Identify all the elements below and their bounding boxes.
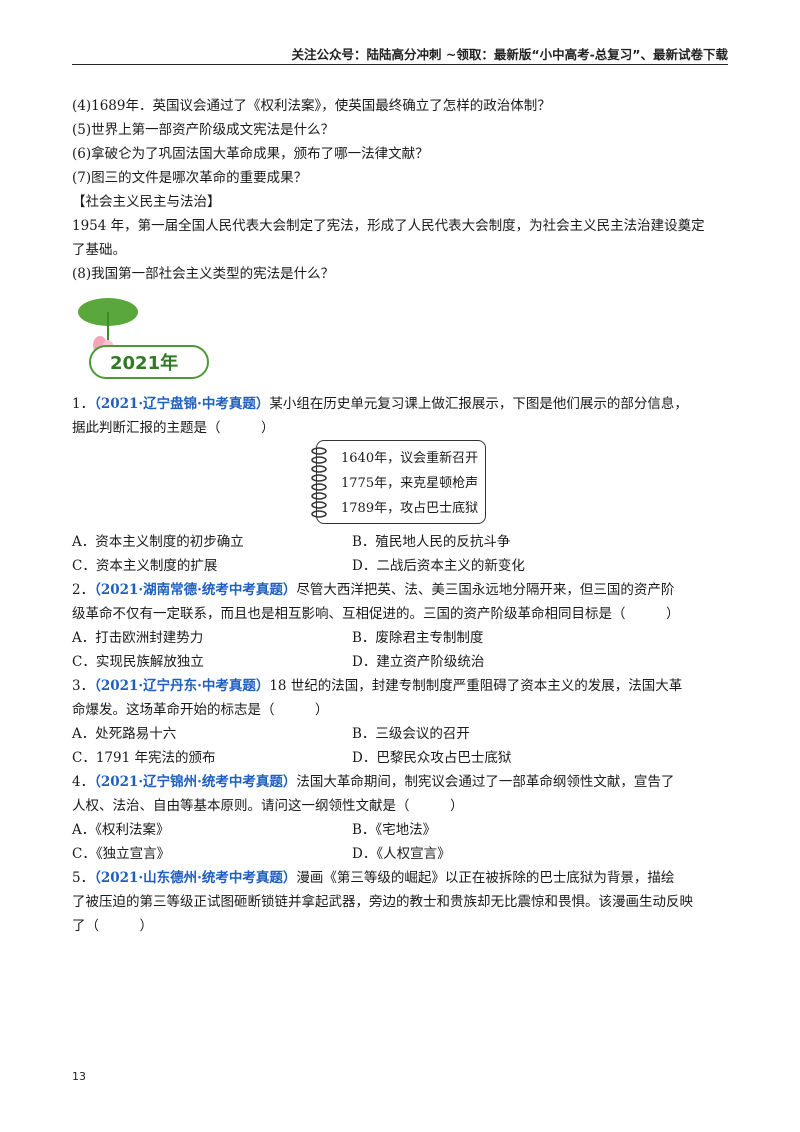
q3-option-c[interactable]: C．1791 年宪法的颁布 [72,750,216,766]
q5-text-1: 漫画《第三等级的崛起》以正在被拆除的巴士底狱为背景，描绘 [296,870,675,886]
notebook-entry-2: 1775年，来克星顿枪声 [341,476,479,491]
page-header: 关注公众号：陆陆高分冲刺 ~领取：最新版“小中高考-总复习”、最新试卷下载 [291,47,728,62]
question-7-text: (7)图三的文件是哪次革命的重要成果？ [72,170,308,186]
q1-option-a[interactable]: A．资本主义制度的初步确立 [72,534,244,550]
q5-line-1: 5．（2021·山东德州·统考中考真题）漫画《第三等级的崛起》以正在被拆除的巴士… [72,866,728,890]
q1-number: 1． [72,396,95,412]
q4-line-1: 4．（2021·辽宁锦州·统考中考真题）法国大革命期间，制宪议会通过了一部革命纲… [72,770,728,794]
q1-option-b[interactable]: B．殖民地人民的反抗斗争 [352,534,511,550]
question-5-text: (5)世界上第一部资产阶级成文宪法是什么？ [72,122,335,138]
notebook-entry-3: 1789年，攻占巴士底狱 [341,501,479,516]
q1-text-1: 某小组在历史单元复习课上做汇报展示，下图是他们展示的部分信息， [269,396,688,412]
q1-option-c[interactable]: C．资本主义制度的扩展 [72,558,218,574]
q1-source-tag: （2021·辽宁盘锦·中考真题） [94,396,270,412]
q2-source-tag: （2021·湖南常德·统考中考真题） [94,582,297,598]
q4-option-a[interactable]: A．《权利法案》 [72,822,170,838]
q3-source-tag: （2021·辽宁丹东·中考真题） [94,678,270,694]
q2-text-1: 尽管大西洋把英、法、美三国永远地分隔开来，但三国的资产阶 [296,582,675,598]
q4-option-c[interactable]: C．《独立宣言》 [72,846,171,862]
q2-line-1: 2．（2021·湖南常德·统考中考真题）尽管大西洋把英、法、美三国永远地分隔开来… [72,578,728,602]
q3-number: 3． [72,678,95,694]
notebook-entry-1: 1640年，议会重新召开 [341,451,479,466]
notebook-rings-icon [311,447,327,518]
q4-source-tag: （2021·辽宁锦州·统考中考真题） [94,774,297,790]
q3-option-d[interactable]: D．巴黎民众攻占巴士底狱 [352,750,512,766]
q2-option-c[interactable]: C．实现民族解放独立 [72,654,204,670]
q4-option-d[interactable]: D．《人权宣言》 [352,846,451,862]
year-badge-text: 2021年 [110,352,178,374]
q1-text-2: 据此判断汇报的主题是（ ） [72,420,275,436]
q3-text-1: 18 世纪的法国，封建专制制度严重阻碍了资本主义的发展，法国大革 [269,678,683,694]
q5-text-2: 了被压迫的第三等级正试图砸断锁链并拿起武器，旁边的教士和贵族却无比震惊和畏惧。该… [72,894,693,910]
page-number: 13 [72,1070,86,1083]
q5-number: 5． [72,870,95,886]
q2-option-b[interactable]: B．废除君主专制制度 [352,630,484,646]
q2-option-a[interactable]: A．打击欧洲封建势力 [72,630,204,646]
q5-source-tag: （2021·山东德州·统考中考真题） [94,870,297,886]
year-badge-lotus-icon: 2021年 [78,298,209,379]
q4-number: 4． [72,774,95,790]
paragraph-line-1: 1954 年，第一届全国人民代表大会制定了宪法，形成了人民代表大会制度，为社会主… [72,218,705,234]
q2-option-d[interactable]: D．建立资产阶级统治 [352,654,485,670]
q1-line-1: 1．（2021·辽宁盘锦·中考真题）某小组在历史单元复习课上做汇报展示，下图是他… [72,392,728,416]
question-8-text: (8)我国第一部社会主义类型的宪法是什么？ [72,266,335,282]
q5-text-3: 了（ ） [72,918,153,934]
q1-notebook-figure: 1640年，议会重新召开 1775年，来克星顿枪声 1789年，攻占巴士底狱 [311,440,486,524]
paragraph-line-2: 了基础。 [72,242,126,258]
q1-option-d[interactable]: D．二战后资本主义的新变化 [352,558,525,574]
q3-line-1: 3．（2021·辽宁丹东·中考真题）18 世纪的法国，封建专制制度严重阻碍了资本… [72,674,728,698]
q3-text-2: 命爆发。这场革命开始的标志是（ ） [72,702,329,718]
q3-option-b[interactable]: B．三级会议的召开 [352,726,470,742]
question-4-text: (4)1689年．英国议会通过了《权利法案》，使英国最终确立了怎样的政治体制？ [72,98,551,114]
q2-text-2: 级革命不仅有一定联系，而且也是相互影响、互相促进的。三国的资产阶级革命相同目标是… [72,606,680,622]
q2-number: 2． [72,582,95,598]
question-6-text: (6)拿破仑为了巩固法国大革命成果，颁布了哪一法律文献？ [72,146,429,162]
q3-option-a[interactable]: A．处死路易十六 [72,726,177,742]
q4-option-b[interactable]: B．《宅地法》 [352,822,437,838]
q4-text-2: 人权、法治、自由等基本原则。请问这一纲领性文献是（ ） [72,798,464,814]
section-heading: 【社会主义民主与法治】 [72,194,221,210]
header-divider [72,64,728,65]
q4-text-1: 法国大革命期间，制宪议会通过了一部革命纲领性文献，宣告了 [296,774,675,790]
